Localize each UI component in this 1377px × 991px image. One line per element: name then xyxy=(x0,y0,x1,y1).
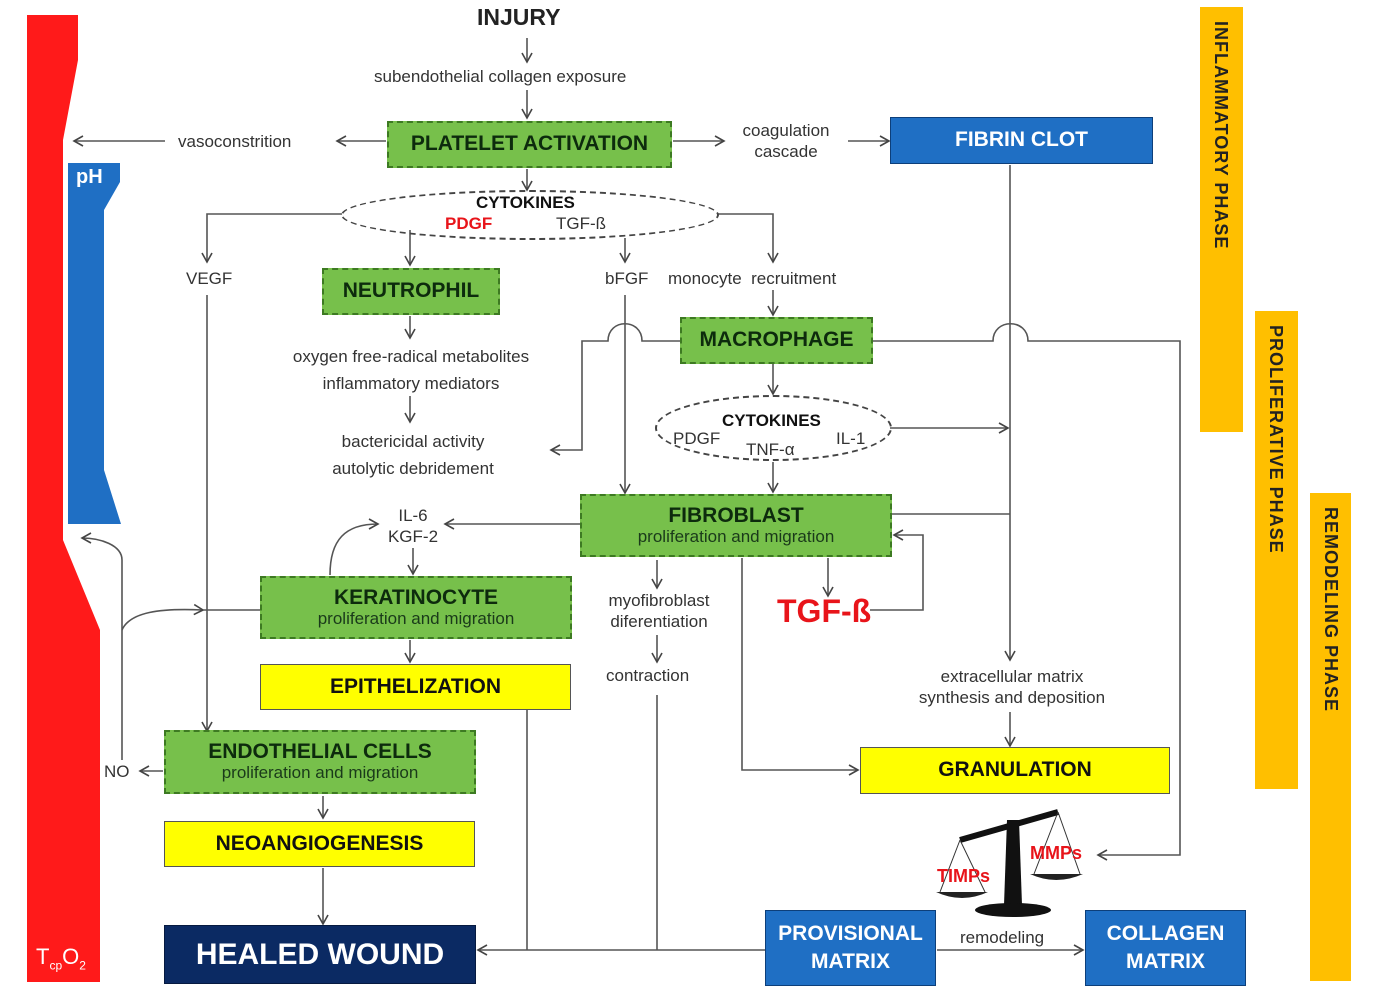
keratinocyte-box: KERATINOCYTE proliferation and migration xyxy=(260,576,572,639)
fibrin-clot-box: FIBRIN CLOT xyxy=(890,117,1153,164)
ph-bar xyxy=(68,163,121,524)
remodeling-label: remodeling xyxy=(960,928,1045,947)
no-label: NO xyxy=(104,762,130,781)
cytokines-1-tgf: TGF-ß xyxy=(556,214,607,233)
vegf-label: VEGF xyxy=(186,269,233,288)
tcpo2-bar xyxy=(27,15,100,982)
subendothelial-label: subendothelial collagen exposure xyxy=(374,67,627,86)
endothelial-cells-box: ENDOTHELIAL CELLS proliferation and migr… xyxy=(164,730,476,794)
coagulation-cascade-label: coagulation cascade xyxy=(742,121,830,161)
proliferative-phase-bar: PROLIFERATIVE PHASE xyxy=(1255,311,1298,789)
il6-kgf2-label: IL-6 KGF-2 xyxy=(387,506,439,546)
cytokines-2-tnf: TNF-α xyxy=(746,440,795,459)
ph-label: pH xyxy=(76,166,103,188)
cytokines-2-il1: IL-1 xyxy=(836,429,866,448)
remodeling-phase-bar: REMODELING PHASE xyxy=(1310,493,1351,981)
collagen-matrix-box: COLLAGEN MATRIX xyxy=(1085,910,1246,986)
contraction-label: contraction xyxy=(606,666,690,685)
cytokines-2-title: CYTOKINES xyxy=(722,411,821,430)
oxygen-radicals-label: oxygen free-radical metabolites inflamma… xyxy=(292,347,530,393)
myofibroblast-label: myofibroblast diferentiation xyxy=(608,591,710,631)
epithelization-box: EPITHELIZATION xyxy=(260,664,571,710)
cytokines-ellipse-2 xyxy=(655,395,892,461)
monocyte-recruitment-label: monocyte recruitment xyxy=(668,269,837,288)
cytokines-1-pdgf: PDGF xyxy=(445,214,493,233)
cytokines-ellipse-1 xyxy=(341,190,719,240)
vasoconstriction-label: vasoconstrition xyxy=(178,132,292,151)
healed-wound-box: HEALED WOUND xyxy=(164,925,476,984)
provisional-matrix-box: PROVISIONAL MATRIX xyxy=(765,910,936,986)
cytokines-1-title: CYTOKINES xyxy=(476,193,575,212)
platelet-activation-box: PLATELET ACTIVATION xyxy=(387,121,672,168)
bactericidal-label: bactericidal activity autolytic debridem… xyxy=(332,432,494,478)
extracellular-matrix-label: extracellular matrix synthesis and depos… xyxy=(918,667,1106,707)
cytokines-2-pdgf: PDGF xyxy=(673,429,721,448)
inflammatory-phase-bar: INFLAMMATORY PHASE xyxy=(1200,7,1243,432)
tgf-beta-label: TGF-ß xyxy=(777,593,872,629)
mmps-label: MMPs xyxy=(1030,843,1083,863)
macrophage-box: MACROPHAGE xyxy=(680,317,873,364)
tcpo2-label: TcpO2 xyxy=(36,944,86,973)
neutrophil-box: NEUTROPHIL xyxy=(322,268,500,315)
injury-label: INJURY xyxy=(477,4,561,30)
neoangiogenesis-box: NEOANGIOGENESIS xyxy=(164,821,475,867)
balance-scale-icon xyxy=(936,809,1083,917)
bfgf-label: bFGF xyxy=(605,269,649,288)
timps-label: TIMPs xyxy=(937,866,991,886)
granulation-box: GRANULATION xyxy=(860,747,1170,794)
fibroblast-box: FIBROBLAST proliferation and migration xyxy=(580,494,892,557)
